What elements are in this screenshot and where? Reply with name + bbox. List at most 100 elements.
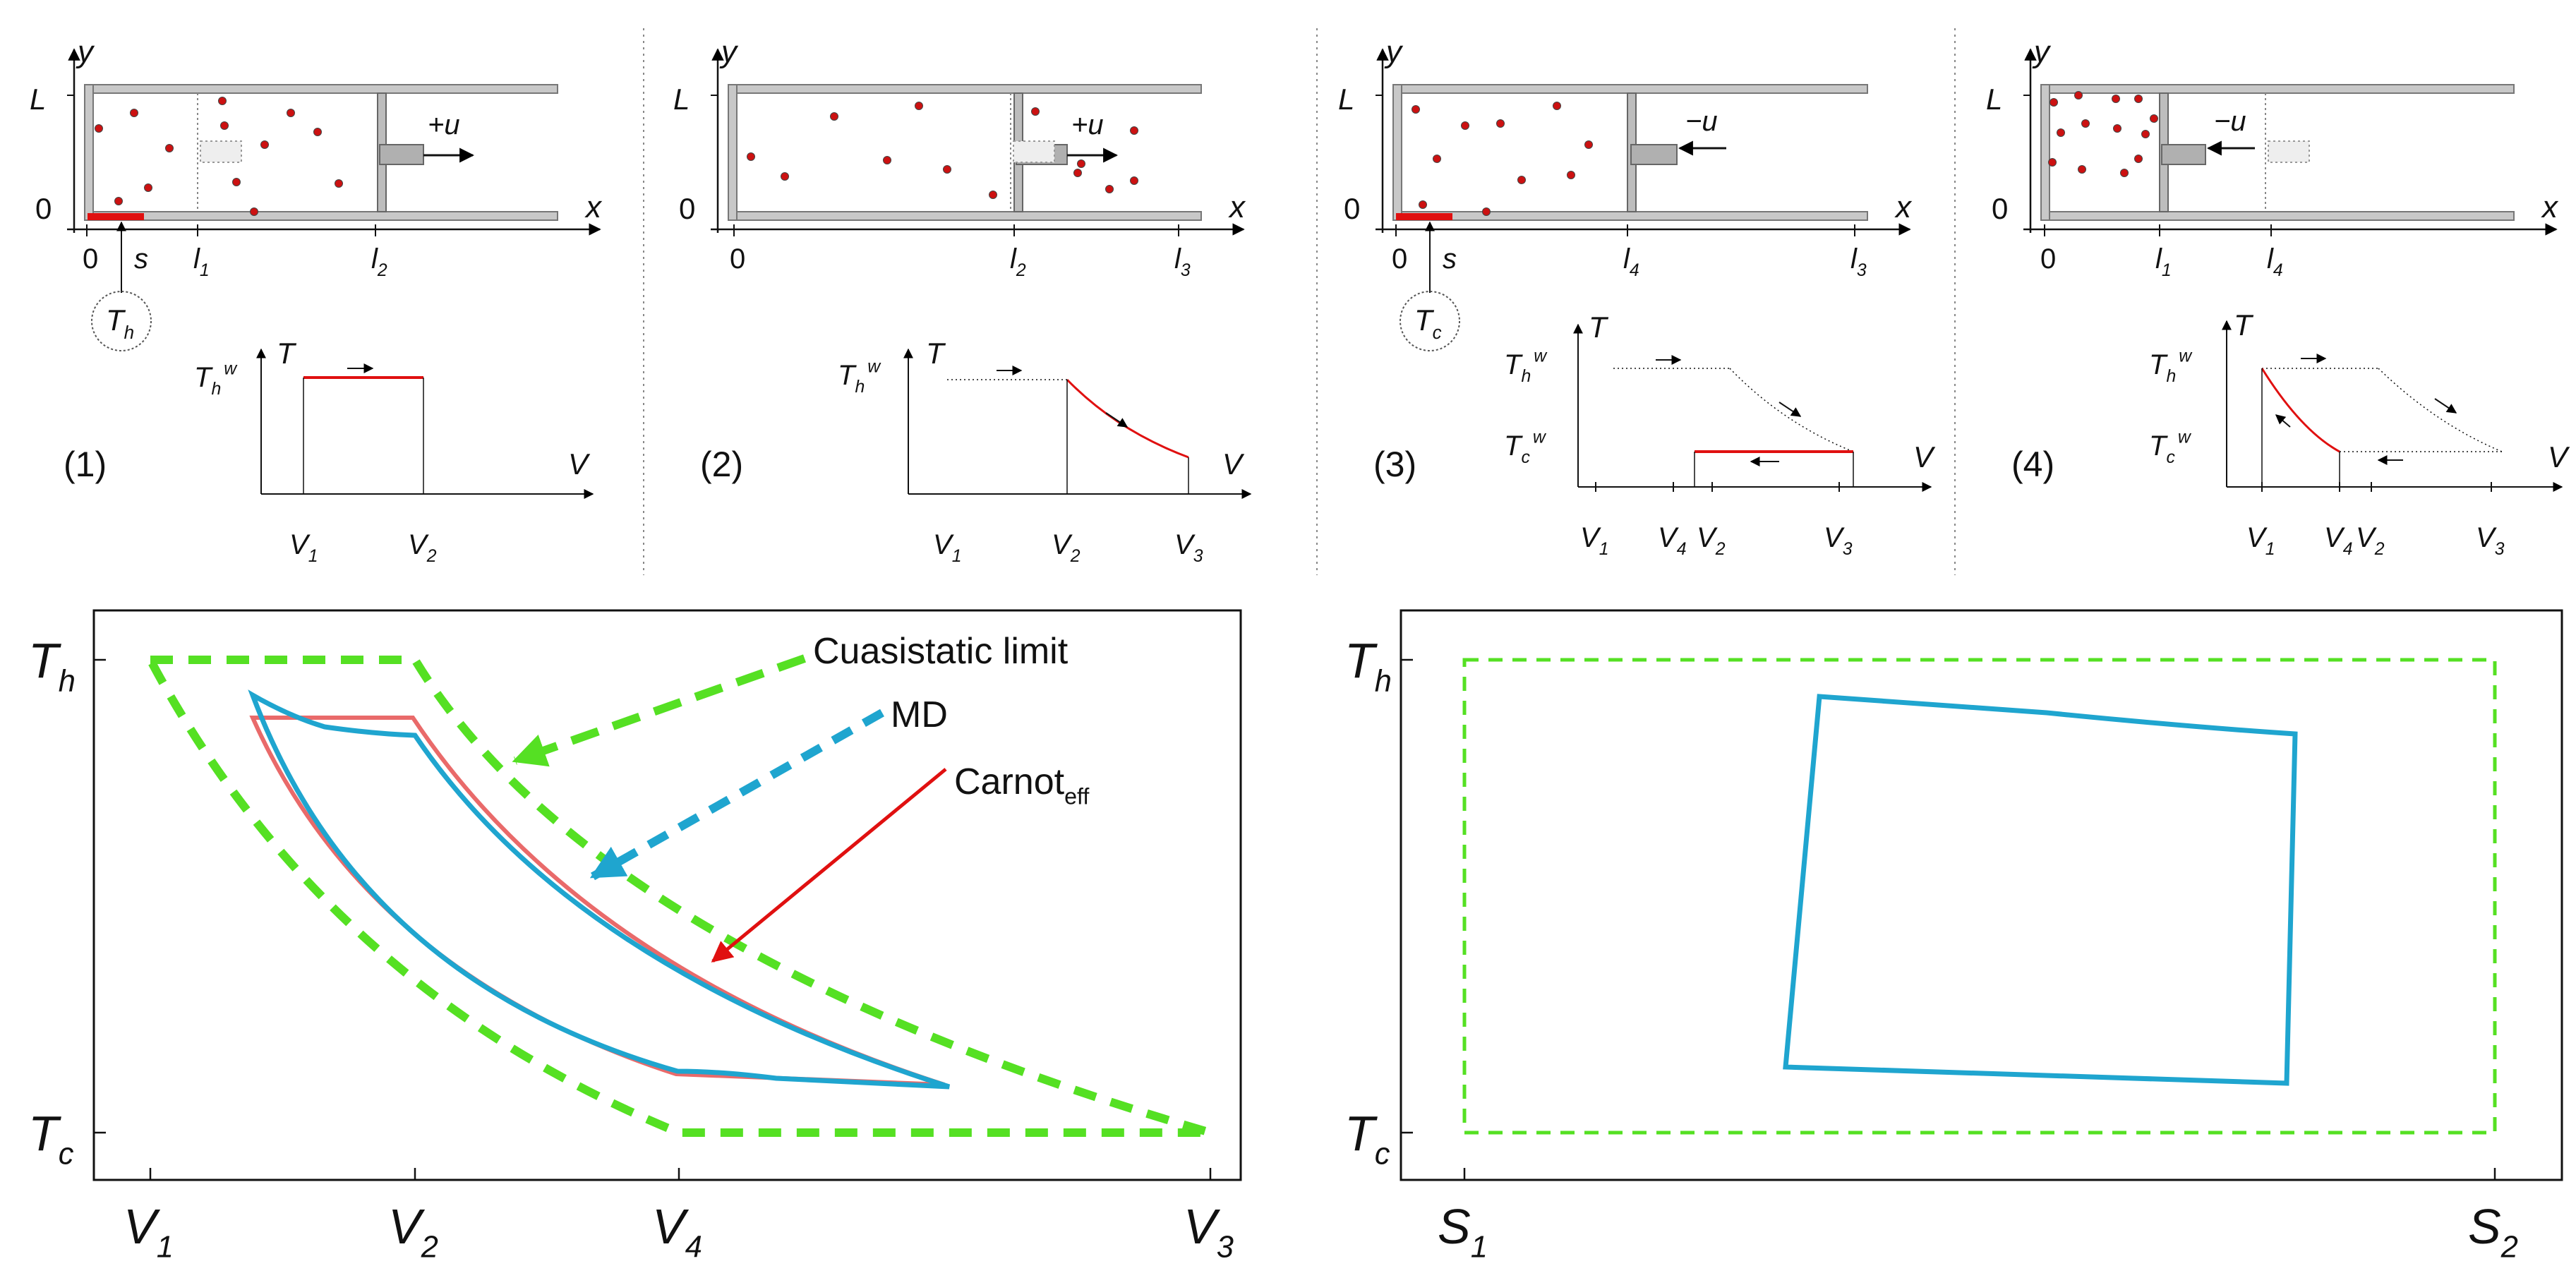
subscript: h <box>1375 665 1392 699</box>
V-tick-label-main: V <box>2324 522 2345 553</box>
T-axis-label: T <box>1589 311 1609 344</box>
particle <box>915 102 923 110</box>
subscript: 3 <box>1217 1231 1234 1265</box>
x-tick-label: V4 <box>652 1199 702 1265</box>
superscript: w <box>1534 346 1548 366</box>
particle <box>2050 98 2058 107</box>
y-tick-label-main: T <box>28 1106 61 1161</box>
piston-rod <box>379 144 424 165</box>
y-axis-label-main: y <box>76 35 95 69</box>
legend-carnot-main: Carnot <box>954 761 1065 802</box>
V-tick-label: V3 <box>2476 522 2505 559</box>
V-tick-label: V4 <box>1658 522 1686 559</box>
subscript: 2 <box>421 1231 438 1265</box>
V-tick-label: V3 <box>1174 529 1203 566</box>
T-level-label-main: T <box>2149 349 2168 380</box>
particle <box>1482 207 1491 216</box>
particle <box>1077 159 1085 168</box>
heat-bath-circle <box>1400 291 1460 351</box>
dotted-adiabat <box>2378 368 2503 452</box>
quasistatic-cycle <box>1462 658 2497 1135</box>
zero-label: 0 <box>1344 192 1360 225</box>
x-tick-label: S2 <box>2468 1199 2518 1265</box>
T-axis-label: T <box>2234 308 2254 342</box>
dotted-adiabat <box>1729 368 1854 452</box>
subscript: c <box>1433 322 1442 343</box>
V-tick-label-main: V <box>1697 522 1718 553</box>
particle <box>2112 95 2120 103</box>
superscript: w <box>867 357 881 376</box>
panel-number: (2) <box>700 445 743 484</box>
heat-contact <box>88 213 144 220</box>
V-tick-label: V1 <box>2246 522 2275 559</box>
direction-arrow <box>2434 398 2457 414</box>
position-tick-label-main: l <box>1010 243 1017 275</box>
zero-label: 0 <box>1992 192 2008 225</box>
T-level-label: Thw <box>2149 346 2193 386</box>
x-axis-label-main: x <box>2541 190 2559 224</box>
T-level-label-main: T <box>2149 430 2168 462</box>
L-label: L <box>1986 83 2002 116</box>
T-axis-label: T <box>277 337 297 370</box>
V-tick-label-main: V <box>1052 529 1073 560</box>
particle <box>2048 158 2057 167</box>
legend-md: MD <box>891 694 948 735</box>
particle <box>165 144 174 152</box>
subscript: 1 <box>1599 540 1609 559</box>
subscript: h <box>124 322 134 343</box>
particle <box>989 191 997 199</box>
cylinder-left-wall <box>1392 84 1402 221</box>
T-level-label: Thw <box>194 359 238 399</box>
position-tick-label-main: l <box>371 243 378 275</box>
particle <box>144 183 152 192</box>
L-label-main: L <box>30 83 46 116</box>
cylinder-top-wall <box>84 84 558 94</box>
particle <box>1105 185 1114 193</box>
particle <box>2057 128 2065 137</box>
x-axis-label: x <box>1894 190 1913 224</box>
particle <box>1584 140 1593 149</box>
subscript: h <box>1521 367 1531 386</box>
particle <box>1419 200 1427 209</box>
zero-label-main: 0 <box>1344 192 1360 225</box>
x-tick-label: V2 <box>388 1199 438 1265</box>
particle <box>250 207 258 216</box>
subscript: 3 <box>1181 261 1191 280</box>
heat-bath-label-main: T <box>106 303 126 337</box>
subscript: c <box>59 1138 74 1171</box>
V-tick-label-main: V <box>2246 522 2268 553</box>
y-tick-label-main: T <box>1344 1106 1378 1161</box>
velocity-label-main: −u <box>1685 106 1718 137</box>
position-tick-label: l4 <box>1623 243 1639 280</box>
particle <box>2081 119 2090 128</box>
particle <box>220 121 229 130</box>
V-tick-label-main: V <box>2476 522 2497 553</box>
particle <box>1567 171 1575 179</box>
V-tick-label: V1 <box>289 529 318 566</box>
particle <box>95 124 103 133</box>
heat-bath-circle <box>91 291 152 351</box>
piston-rod <box>2161 144 2206 165</box>
particle <box>2113 124 2121 133</box>
velocity-label-main: −u <box>2214 106 2246 137</box>
y-tick-label: Tc <box>1344 1106 1390 1171</box>
x-axis-label: x <box>584 190 603 224</box>
panel-number: (4) <box>2011 445 2054 484</box>
position-tick-label: 0 <box>730 243 745 275</box>
position-tick-label: l1 <box>2155 243 2172 280</box>
T-level-label-main: T <box>1504 430 1523 462</box>
md-arrow <box>589 709 884 881</box>
panel-number: (1) <box>64 445 107 484</box>
subscript: h <box>59 665 76 699</box>
V-tick-label: V2 <box>1697 522 1726 559</box>
subscript: c <box>1521 448 1530 467</box>
V-axis-label-main: V <box>1222 447 1245 481</box>
position-tick-label-main: 0 <box>2040 243 2056 275</box>
y-axis-label: y <box>1384 35 1404 69</box>
subscript: eff <box>1064 784 1089 809</box>
particle <box>218 97 227 105</box>
y-axis-label-main: y <box>2032 35 2052 69</box>
